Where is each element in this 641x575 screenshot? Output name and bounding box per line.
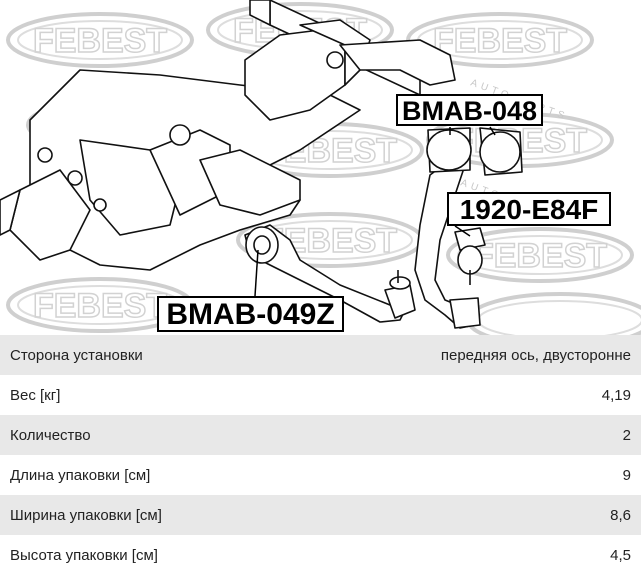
spec-value: 8,6 — [610, 506, 631, 524]
spec-label: Длина упаковки [см] — [10, 466, 151, 484]
front-control-arm — [414, 127, 523, 329]
spec-label: Вес [кг] — [10, 386, 61, 404]
watermark-text: FEBEST — [433, 22, 567, 60]
spec-label: Количество — [10, 426, 91, 444]
spec-value: 4,19 — [601, 386, 631, 404]
part-label-bmab-048[interactable]: BMAB-048 — [396, 94, 543, 126]
watermark-text: FEBEST — [473, 237, 607, 275]
diagram-drawing: FEBEST FEBEST FEBEST FEBEST FEBEST FEBES… — [0, 0, 641, 335]
spec-value: 4,5 — [610, 546, 631, 564]
subframe-drawing — [0, 0, 456, 271]
part-label-bmab-049z[interactable]: BMAB-049Z — [157, 296, 344, 332]
spec-label: Сторона установки — [10, 346, 143, 364]
part-label-1920-e84f[interactable]: 1920-E84F — [447, 192, 611, 226]
spec-value: 2 — [622, 426, 631, 444]
lower-control-arm — [244, 224, 416, 323]
spec-value: передняя ось, двусторонне — [440, 346, 631, 364]
spec-value: 9 — [622, 466, 631, 484]
spec-row-package-length: Длина упаковки [см] 9 — [0, 455, 641, 495]
spec-row-weight: Вес [кг] 4,19 — [0, 375, 641, 415]
suspension-diagram: FEBEST FEBEST FEBEST FEBEST FEBEST FEBES… — [0, 0, 641, 335]
specs-table: Сторона установки передняя ось, двусторо… — [0, 335, 641, 575]
spec-row-install-side: Сторона установки передняя ось, двусторо… — [0, 335, 641, 375]
spec-row-quantity: Количество 2 — [0, 415, 641, 455]
leader-lines — [254, 126, 496, 297]
watermark-text: FEBEST — [33, 22, 167, 60]
spec-label: Высота упаковки [см] — [10, 546, 158, 564]
spec-row-package-height: Высота упаковки [см] 4,5 — [0, 535, 641, 575]
spec-row-package-width: Ширина упаковки [см] 8,6 — [0, 495, 641, 535]
spec-label: Ширина упаковки [см] — [10, 506, 162, 524]
watermark-text: FEBEST — [33, 287, 167, 325]
